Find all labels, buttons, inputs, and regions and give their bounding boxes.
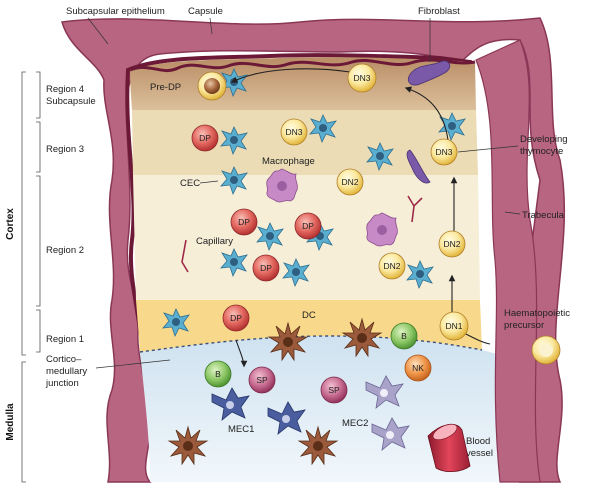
capsule-inner-edge: [125, 53, 481, 332]
migration-arrows: [230, 68, 491, 368]
svg-text:NK: NK: [412, 363, 424, 373]
thymus-tissue: [61, 17, 566, 483]
svg-text:DN2: DN2: [383, 261, 400, 271]
junction-label-2: medullary: [46, 366, 87, 377]
dn3-cell-right: DN3: [430, 138, 458, 166]
cec-label: CEC: [180, 178, 200, 189]
trabecula-tissue: [475, 39, 541, 483]
trabecula-leader: [504, 211, 521, 215]
region1-band: [136, 300, 482, 352]
cortex-label: Cortex: [5, 208, 16, 240]
subcapsular-leader: [87, 17, 109, 45]
region2-label: Region 2: [46, 245, 84, 256]
dp-cell-region2-b: DP: [294, 212, 322, 240]
haematopoietic-precursor-cell: [531, 335, 561, 365]
b-cell-medulla: B: [204, 360, 232, 388]
svg-text:DP: DP: [199, 133, 211, 143]
svg-text:DP: DP: [238, 217, 250, 227]
sp-cell-1: SP: [248, 366, 276, 394]
svg-text:DN3: DN3: [435, 147, 452, 157]
region3-band: [132, 110, 478, 175]
dn1-cell: DN1: [439, 311, 469, 341]
dc-label: DC: [302, 310, 316, 321]
svg-text:DN3: DN3: [285, 127, 302, 137]
region3-label: Region 3: [46, 144, 84, 155]
svg-text:DN3: DN3: [353, 73, 370, 83]
dn3-cell-region3: DN3: [280, 118, 308, 146]
dn2-cell-center: DN2: [336, 168, 364, 196]
capsule-label: Capsule: [188, 6, 223, 17]
dn2-cell-region2: DN2: [378, 252, 406, 280]
haematopoietic-label-2: precursor: [504, 320, 544, 331]
mec2-label: MEC2: [342, 418, 368, 429]
haematopoietic-label-1: Haematopoietic: [504, 308, 570, 319]
b-cell-region1: B: [390, 322, 418, 350]
capsule-leader: [209, 17, 213, 35]
dn3-cell-top: DN3: [347, 63, 377, 93]
svg-text:SP: SP: [328, 385, 340, 395]
capillary-vessel: [181, 239, 189, 273]
capsule-bumps: [129, 58, 476, 73]
dp-cell-region3: DP: [191, 124, 219, 152]
dn2-cell-right: DN2: [438, 230, 466, 258]
subcapsular-epithelium-label: Subcapsular epithelium: [66, 6, 165, 17]
thymocyte-cells: Pre-DP DN3 DN3 DN3 DP DN2 DP DP: [150, 63, 561, 404]
thymocyte-leader: [457, 145, 519, 153]
junction-label-3: junction: [45, 378, 79, 389]
blood-vessel-label-2: vessel: [466, 448, 493, 459]
pre-dp-label: Pre-DP: [150, 82, 181, 93]
cec-leader: [199, 180, 219, 184]
medulla-label: Medulla: [5, 403, 16, 441]
svg-text:DN2: DN2: [341, 177, 358, 187]
blood-vessel-label-1: Blood: [466, 436, 490, 447]
junction-leader: [95, 359, 171, 369]
mec1-label: MEC1: [228, 424, 254, 435]
svg-text:DP: DP: [260, 263, 272, 273]
region4-label: Region 4: [46, 84, 84, 95]
dp-cell-region2-a: DP: [230, 208, 258, 236]
fibroblast-cell-2: [406, 149, 431, 184]
fibroblast-label: Fibroblast: [418, 6, 460, 17]
pre-dp-cell: [197, 71, 227, 101]
developing-thymocyte-label-1: Developing: [520, 134, 568, 145]
dp-cell-region1: DP: [222, 304, 250, 332]
svg-text:SP: SP: [256, 375, 268, 385]
developing-thymocyte-label-2: thymocyte: [520, 146, 563, 157]
fibroblast-cell: [407, 60, 451, 86]
macrophage-label: Macrophage: [262, 156, 315, 167]
svg-text:B: B: [215, 369, 221, 379]
nk-cell: NK: [404, 354, 432, 382]
svg-text:DN1: DN1: [445, 321, 462, 331]
capillary-vessel-2: [407, 195, 423, 223]
svg-text:DN2: DN2: [443, 239, 460, 249]
junction-label-1: Cortico–: [46, 354, 82, 365]
dp-cell-region2-c: DP: [252, 254, 280, 282]
corticomedullary-junction-line: [139, 335, 483, 353]
region-bracket: [21, 71, 41, 483]
svg-text:DP: DP: [230, 313, 242, 323]
capillary-label: Capillary: [196, 236, 233, 247]
svg-text:B: B: [401, 331, 407, 341]
region4-sublabel: Subcapsule: [46, 96, 96, 107]
blood-vessel-lumen: [432, 423, 458, 441]
region1-label: Region 1: [46, 334, 84, 345]
sp-cell-2: SP: [320, 376, 348, 404]
svg-text:DP: DP: [302, 221, 314, 231]
trabecula-label: Trabecula: [522, 210, 565, 221]
